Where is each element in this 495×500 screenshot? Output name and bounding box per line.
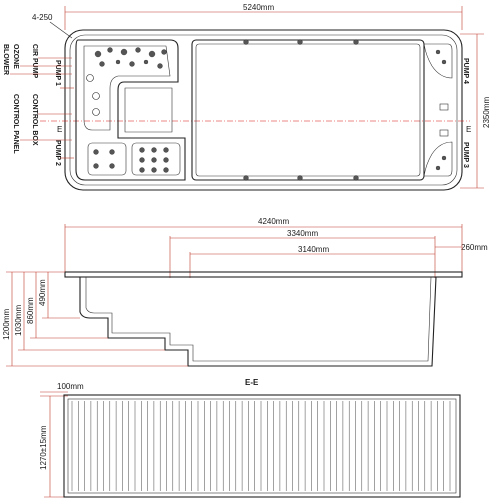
overall-length-label: 5240mm	[243, 3, 274, 12]
cover-slats	[71, 401, 451, 491]
spa-jets-top	[86, 47, 167, 116]
equipment-labels-right: PUMP 4 PUMP 3	[462, 58, 469, 168]
spa-seating-area-outline	[75, 39, 186, 181]
equipment-box-right-top	[439, 103, 449, 111]
cover-edge-label: 100mm	[57, 382, 84, 391]
swim-lane-outline	[191, 39, 425, 181]
jet	[297, 175, 303, 181]
label-pump-3: PUMP 3	[462, 142, 469, 168]
jet	[157, 63, 163, 69]
jet	[243, 39, 249, 45]
jet	[435, 165, 441, 171]
label-pump-1: PUMP 1	[54, 60, 61, 86]
dim-label-1200: 1200mm	[2, 309, 11, 340]
spa-inner-rim	[69, 34, 458, 186]
jet	[99, 61, 105, 67]
jet	[93, 149, 99, 155]
jet	[139, 157, 145, 163]
label-ozone: OZONE	[12, 44, 19, 69]
swim-lane-jets	[243, 39, 359, 181]
jet	[86, 74, 94, 82]
label-pump-4: PUMP 4	[462, 58, 469, 84]
jet	[93, 163, 99, 169]
corner-radius-label: 4-250	[32, 13, 53, 22]
jet	[115, 59, 121, 65]
corner-seat-bottom-right	[423, 141, 453, 177]
equipment-box-right-bottom	[439, 129, 449, 137]
jet	[148, 50, 156, 58]
jet	[129, 61, 135, 67]
spa-lounger-seat	[83, 45, 171, 131]
jet	[151, 147, 157, 153]
label-control-box: CONTROL BOX	[31, 94, 38, 146]
spa-footwell	[124, 87, 173, 133]
label-control-panel: CONTROL PANEL	[12, 94, 19, 154]
swim-lane-floor	[195, 43, 421, 177]
cover-inner-frame	[67, 398, 457, 494]
dim-label-3140: 3140mm	[298, 245, 329, 254]
label-blower: BLOWER	[2, 44, 9, 75]
spa-jets-bottom	[93, 147, 169, 173]
jet	[151, 157, 157, 163]
section-marker-left: E	[57, 125, 62, 134]
section-top-lip	[64, 271, 463, 278]
spa-outer-shell	[64, 29, 463, 191]
corner-radius-leader	[49, 21, 73, 39]
jet	[243, 175, 249, 181]
jet	[139, 167, 145, 173]
jet	[353, 39, 359, 45]
dim-label-860: 860mm	[26, 297, 35, 324]
dim-label-1030: 1030mm	[14, 305, 23, 336]
dim-label-260: 260mm	[461, 243, 488, 252]
label-pump-2: PUMP 2	[54, 140, 61, 166]
jet	[441, 59, 447, 65]
jet	[435, 49, 441, 55]
section-marker-right: E	[466, 125, 471, 134]
equipment-labels-left: CIR PUMP OZONE BLOWER PUMP 1 CONTROL BOX…	[2, 44, 61, 166]
jet	[109, 149, 115, 155]
jet	[151, 167, 157, 173]
jet	[109, 163, 115, 169]
jet	[94, 50, 102, 58]
jet	[92, 108, 100, 116]
dim-label-4240: 4240mm	[258, 217, 289, 226]
section-elevation-view: 4240mm 3340mm 3140mm 260mm 1200mm 1030mm…	[2, 217, 488, 367]
section-shell-profile	[79, 276, 437, 367]
corner-seat-top-right	[423, 43, 453, 79]
jet	[163, 147, 169, 153]
jet	[161, 49, 167, 55]
jet	[163, 167, 169, 173]
jet	[120, 48, 128, 56]
cover-view: E-E 100mm 1270±15mm	[39, 378, 461, 498]
jet	[135, 47, 141, 53]
dim-label-3340: 3340mm	[287, 229, 318, 238]
label-cir-pump: CIR PUMP	[31, 44, 38, 79]
jet	[139, 147, 145, 153]
equipment-leaders-left	[10, 57, 74, 159]
jet	[163, 157, 169, 163]
jet	[143, 59, 149, 65]
cover-frame	[63, 394, 461, 498]
jet	[441, 155, 447, 161]
spa-seat-bottom-right	[131, 142, 181, 176]
cover-view-title: E-E	[245, 378, 259, 387]
dim-label-490: 490mm	[38, 279, 47, 306]
cover-height-label: 1270±15mm	[39, 425, 48, 470]
overall-width-label: 2350mm	[482, 97, 491, 128]
spa-seat-bottom-left	[87, 142, 127, 176]
jet	[92, 92, 100, 100]
plan-view: 5240mm 2350mm 4-250 E E	[2, 3, 491, 191]
section-shell-inner	[85, 276, 432, 362]
jet	[107, 47, 113, 53]
jet	[353, 175, 359, 181]
jet	[297, 39, 303, 45]
